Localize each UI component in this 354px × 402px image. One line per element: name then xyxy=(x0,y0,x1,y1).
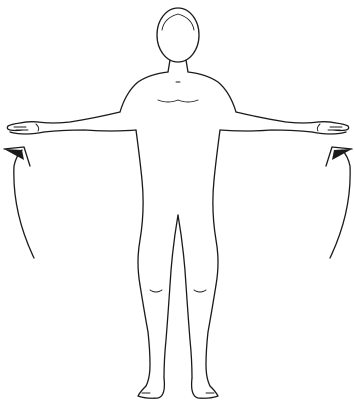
torso-outline xyxy=(120,60,236,285)
curved-arrow-up-left-icon xyxy=(4,147,34,258)
curved-arrow-up-right-icon xyxy=(326,147,352,258)
left-arm-outline xyxy=(7,112,136,134)
legs-outline xyxy=(140,215,216,386)
right-arm-outline xyxy=(220,112,349,134)
feet-outline xyxy=(138,378,218,398)
head-icon xyxy=(157,8,199,62)
